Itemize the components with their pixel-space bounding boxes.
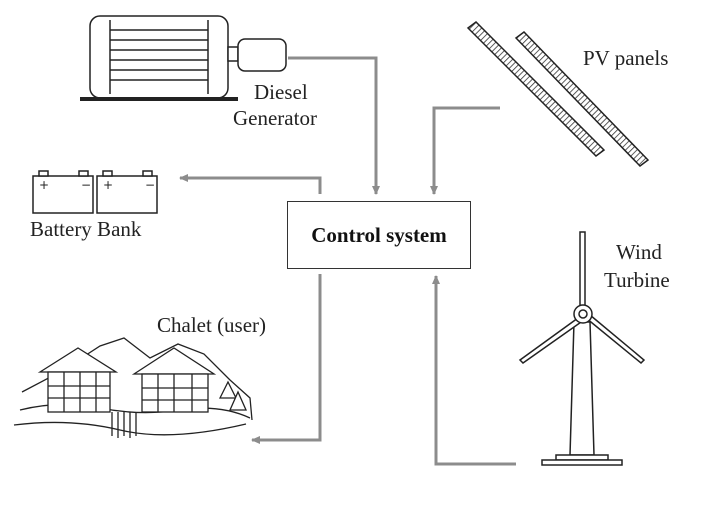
battery-bank-label: Battery Bank — [30, 217, 142, 241]
arrow-control-to-battery — [179, 174, 322, 194]
diesel-label-line1: Diesel — [254, 80, 308, 104]
svg-text:+: + — [103, 178, 113, 192]
chalet-icon — [13, 337, 253, 438]
pv-panels-icon — [466, 21, 650, 167]
control-system-label: Control system — [311, 222, 447, 247]
arrow-pv-to-control — [430, 106, 500, 195]
arrow-wind-to-control — [432, 275, 516, 466]
chalet-label: Chalet (user) — [157, 313, 267, 337]
diesel-label-line2: Generator — [233, 106, 317, 130]
battery-bank-icon: + − + − — [32, 170, 158, 214]
svg-text:+: + — [39, 178, 49, 192]
wind-label-line2: Turbine — [604, 268, 670, 292]
pv-panels-label: PV panels — [583, 46, 669, 70]
svg-text:−: − — [81, 178, 91, 192]
arrow-diesel-to-control — [288, 56, 380, 195]
flow-arrows — [179, 56, 516, 466]
wind-turbine-icon — [518, 231, 646, 466]
wind-label-line1: Wind — [616, 240, 662, 264]
control-system-box: Control system — [287, 201, 471, 269]
svg-text:−: − — [145, 178, 155, 192]
arrow-control-to-chalet — [251, 274, 322, 444]
diesel-generator-icon — [80, 15, 287, 101]
